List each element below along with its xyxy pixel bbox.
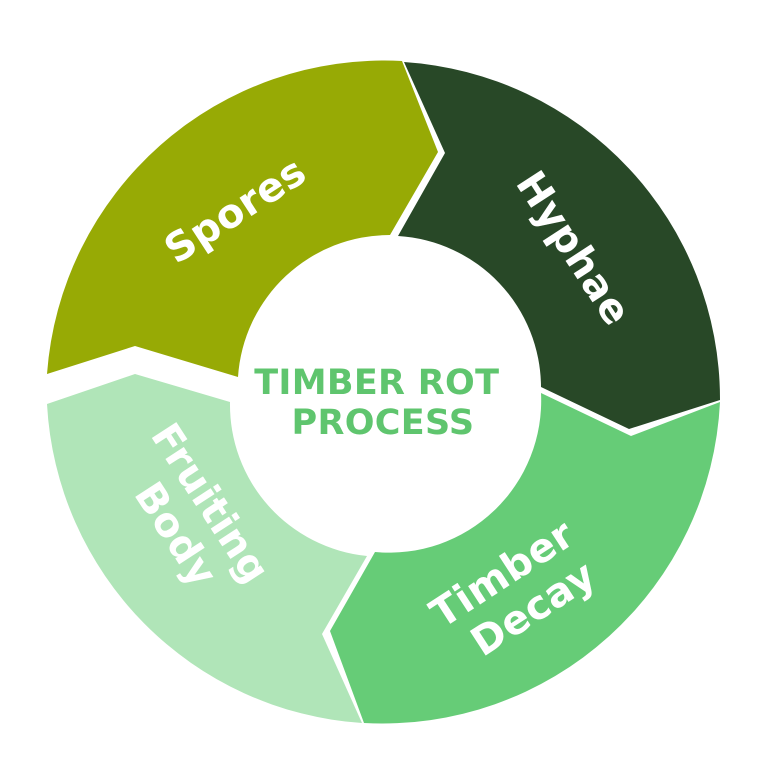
stage-segment-hyphae	[398, 62, 721, 429]
center-title: TIMBER ROT PROCESS	[254, 363, 512, 443]
stage-segment-timber-decay	[330, 393, 720, 724]
stage-segment-fruiting-body	[47, 374, 367, 723]
stage-segment-spores	[47, 60, 438, 377]
